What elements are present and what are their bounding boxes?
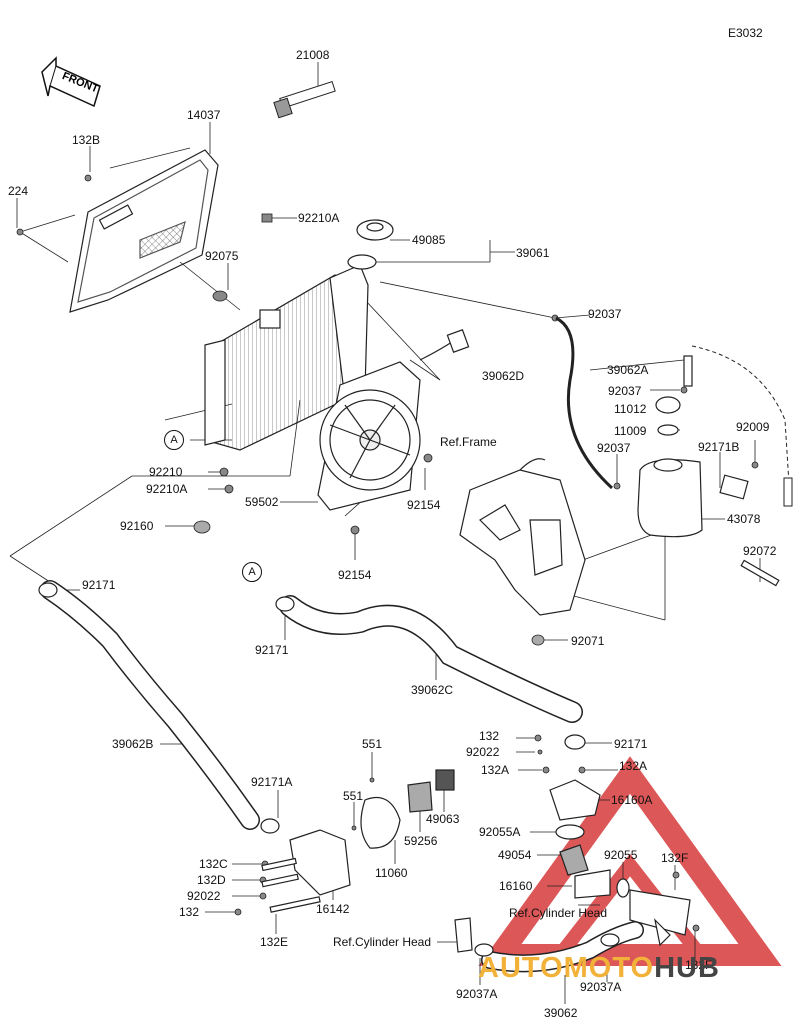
part-label-92160: 92160 [120, 519, 154, 533]
part-label-132f-b: 132F [685, 958, 713, 972]
part-label-132-b: 132 [179, 905, 200, 919]
part-label-39062: 39062 [544, 1006, 578, 1020]
part-label-16142: 16142 [316, 902, 350, 916]
part-label-92154-b: 92154 [338, 568, 372, 582]
part-label-92072: 92072 [743, 544, 777, 558]
part-label-92037-c: 92037 [597, 441, 631, 455]
part-label-43078: 43078 [727, 512, 761, 526]
part-label-132f-a: 132F [661, 851, 689, 865]
part-label-132a-b: 132A [619, 759, 648, 773]
radiator [204, 254, 377, 451]
part-label-92022-b: 92022 [187, 889, 221, 903]
part-label-92210: 92210 [149, 465, 183, 479]
callout-a-upper: A [164, 430, 184, 450]
frame-ref [459, 458, 586, 616]
part-label-92171-c: 92171 [614, 737, 648, 751]
watermark-text-part1: AUTOMOTO [478, 952, 655, 984]
part-label-59256: 59256 [404, 834, 438, 848]
part-label-132d: 132D [197, 873, 226, 887]
front-arrow [41, 56, 101, 108]
thermostat-housing [549, 779, 691, 947]
part-label-92171-a: 92171 [82, 578, 116, 592]
part-label-39062a: 39062A [607, 363, 649, 377]
part-label-14037: 14037 [187, 108, 221, 122]
watermark-text-part2: HUB [654, 952, 720, 984]
part-label-132a-a: 132A [481, 763, 510, 777]
part-label-92037a-b: 92037A [580, 980, 622, 994]
part-label-39062b: 39062B [112, 737, 154, 751]
part-label-92171b: 92171B [698, 440, 740, 454]
ref-label-cylinder-head-left: Ref.Cylinder Head [332, 935, 432, 949]
part-label-16160: 16160 [499, 879, 533, 893]
watermark-text: AUTOMOTOHUB [478, 952, 720, 985]
part-label-92210a-top: 92210A [298, 211, 340, 225]
reservoir-tank [637, 355, 780, 587]
part-label-92075: 92075 [205, 249, 239, 263]
part-label-11009: 11009 [614, 424, 647, 438]
part-label-92037a-a: 92037A [456, 987, 498, 1001]
part-label-92154-a: 92154 [407, 498, 441, 512]
radiator-cap [356, 219, 394, 241]
part-label-132c: 132C [199, 857, 228, 871]
part-label-39062d: 39062D [482, 369, 525, 383]
part-label-11012: 11012 [614, 402, 647, 416]
hose-clamps [38, 582, 620, 957]
radiator-shroud [69, 149, 219, 313]
part-label-92171a: 92171A [251, 775, 293, 789]
part-label-92055: 92055 [604, 848, 638, 862]
part-label-92171-b: 92171 [255, 643, 289, 657]
part-label-92009: 92009 [736, 420, 770, 434]
fasteners [16, 174, 759, 932]
callout-a-lower: A [242, 562, 262, 582]
thermo-switch [273, 80, 336, 119]
part-label-92022-a: 92022 [466, 745, 500, 759]
water-pump [261, 769, 473, 953]
part-label-59502: 59502 [245, 495, 279, 509]
part-label-92071: 92071 [571, 634, 605, 648]
part-label-11060: 11060 [375, 866, 408, 880]
part-label-49054: 49054 [498, 848, 532, 862]
part-label-224: 224 [8, 184, 29, 198]
part-label-92037-a: 92037 [588, 307, 622, 321]
part-label-49085: 49085 [412, 233, 446, 247]
ref-label-frame: Ref.Frame [440, 435, 497, 449]
part-label-39061: 39061 [516, 246, 550, 260]
part-label-132-a: 132 [479, 729, 500, 743]
part-label-551-a: 551 [362, 737, 383, 751]
part-label-39062c: 39062C [411, 683, 454, 697]
part-label-92210a-bottom: 92210A [146, 482, 188, 496]
part-label-92037-b: 92037 [608, 384, 642, 398]
part-label-21008: 21008 [296, 48, 330, 62]
part-label-132e: 132E [260, 935, 289, 949]
part-label-16160a: 16160A [611, 793, 653, 807]
part-label-92055a: 92055A [479, 825, 521, 839]
part-label-551-b: 551 [343, 789, 364, 803]
breather-hose [691, 345, 791, 501]
diagram-code: E3032 [728, 26, 763, 40]
part-label-49063: 49063 [426, 812, 460, 826]
part-label-132b: 132B [72, 133, 101, 147]
ref-label-cylinder-head-right: Ref.Cylinder Head [508, 906, 608, 920]
cooling-fan [317, 329, 470, 511]
overflow-hose [555, 316, 614, 490]
